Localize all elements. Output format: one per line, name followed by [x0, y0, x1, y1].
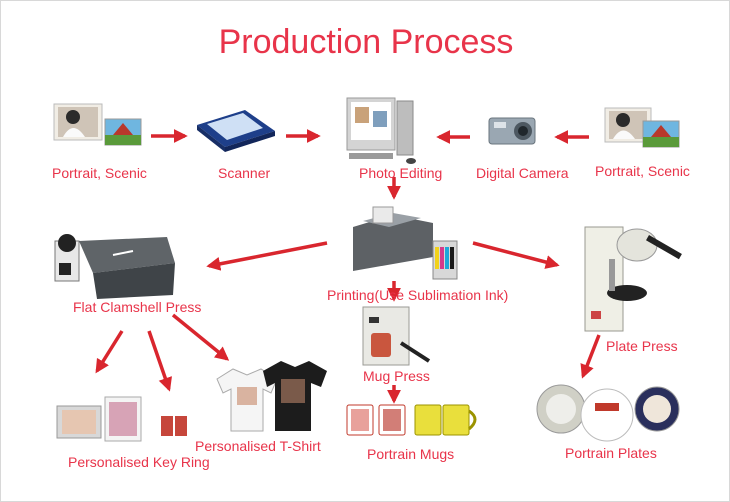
arrow-printing-to-plate-press: [472, 241, 560, 269]
label-flat-clamshell-press: Flat Clamshell Press: [73, 299, 202, 315]
label-plate-press: Plate Press: [606, 338, 678, 354]
label-portrait-scenic-right: Portrait, Scenic: [595, 163, 690, 179]
computer-image: [346, 97, 416, 164]
label-photo-editing: Photo Editing: [359, 165, 443, 181]
printer-image: [353, 206, 458, 280]
label-personalised-tshirt: Personalised T-Shirt: [195, 438, 321, 454]
portrait-scenic-photos-right: [604, 107, 680, 148]
diagram-title: Production Process: [218, 23, 514, 61]
mug-products-image: [346, 404, 477, 436]
mug-press-image: [362, 306, 431, 366]
arrow-clamshell-to-key-ring-2: [147, 330, 172, 392]
label-portrain-mugs: Portrain Mugs: [367, 446, 455, 462]
label-mug-press: Mug Press: [363, 368, 430, 384]
arrow-clamshell-to-key-ring: [95, 330, 124, 374]
label-portrain-plates: Portrain Plates: [565, 445, 657, 461]
flow-arrows: [95, 129, 601, 404]
key-ring-products-image: [56, 396, 187, 442]
plate-products-image: [536, 384, 680, 442]
label-portrait-scenic-left: Portrait, Scenic: [52, 165, 147, 181]
scanner-image: [197, 110, 275, 152]
label-digital-camera: Digital Camera: [476, 165, 569, 181]
arrow-clamshell-to-tshirt: [171, 313, 230, 361]
flat-clamshell-press-image: [54, 234, 175, 299]
label-scanner: Scanner: [218, 165, 271, 181]
digital-camera-image: [488, 117, 536, 145]
arrow-printing-to-clamshell: [206, 241, 328, 271]
label-personalised-key-ring: Personalised Key Ring: [68, 454, 210, 470]
arrow-plate-press-to-plates: [580, 334, 601, 379]
tshirt-products-image: [216, 361, 327, 432]
label-printing: Printing(Use Sublimation Ink): [327, 287, 509, 303]
plate-press-image: [584, 226, 682, 332]
portrait-scenic-photos-left: [53, 103, 142, 146]
